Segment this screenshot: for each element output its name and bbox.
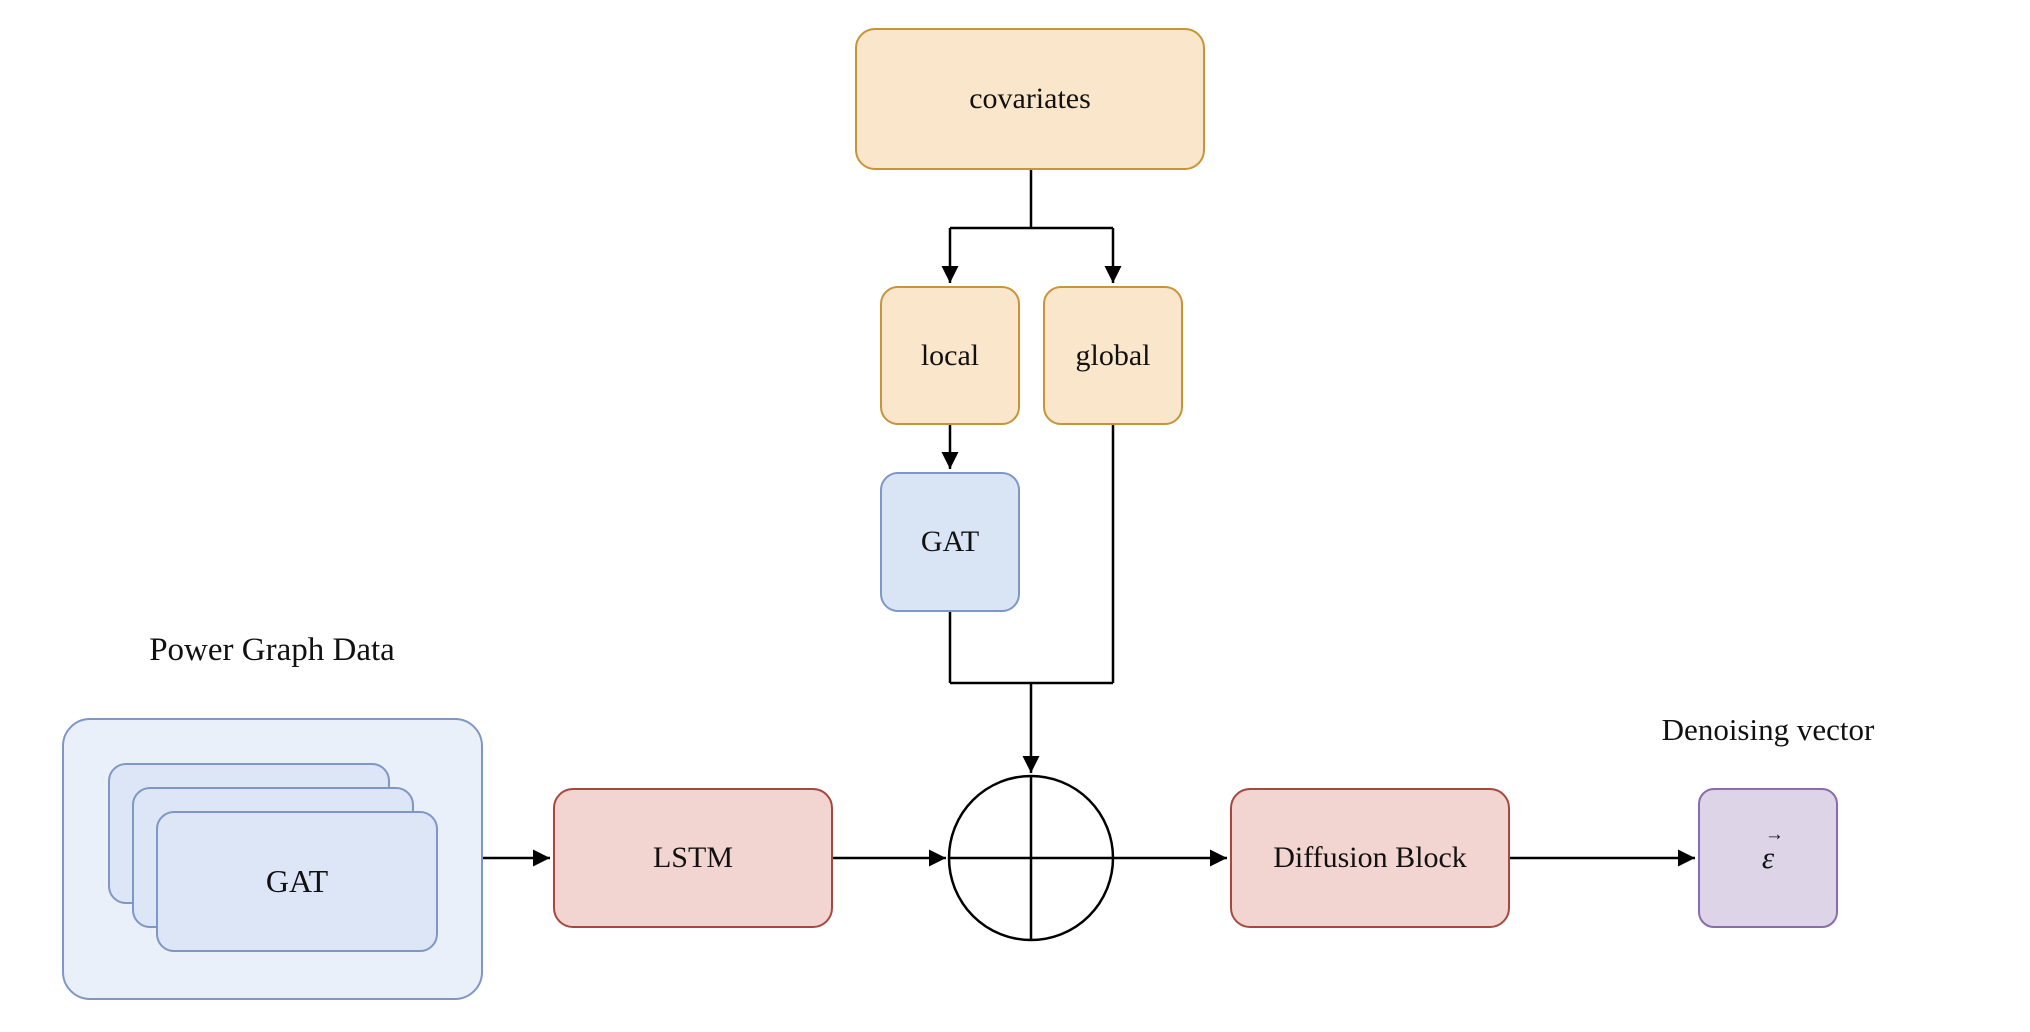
sum-operator-node [947,774,1115,942]
covariates-label: covariates [969,82,1091,115]
global-node: global [1043,286,1183,425]
covariates-node: covariates [855,28,1205,170]
epsilon-vector-symbol: → ε [1761,825,1784,875]
diffusion-block-node: Diffusion Block [1230,788,1510,928]
global-label: global [1075,338,1151,372]
power-graph-gat-label: GAT [265,863,329,899]
power-graph-data-label: Power Graph Data [149,632,395,668]
covariate-gat-node: GAT [880,472,1020,612]
local-node: local [880,286,1020,425]
gat-stack-front: GAT [156,811,438,952]
denoising-vector-label: Denoising vector [1661,712,1875,747]
diffusion-block-label: Diffusion Block [1273,841,1467,874]
lstm-label: LSTM [652,841,733,874]
lstm-node: LSTM [553,788,833,928]
vector-arrow-glyph: → [1764,824,1784,845]
power-graph-container: GAT [62,718,483,1000]
local-label: local [920,338,980,372]
covariate-gat-label: GAT [920,525,980,558]
denoising-output-node: → ε [1698,788,1838,928]
epsilon-glyph: ε [1761,840,1775,875]
